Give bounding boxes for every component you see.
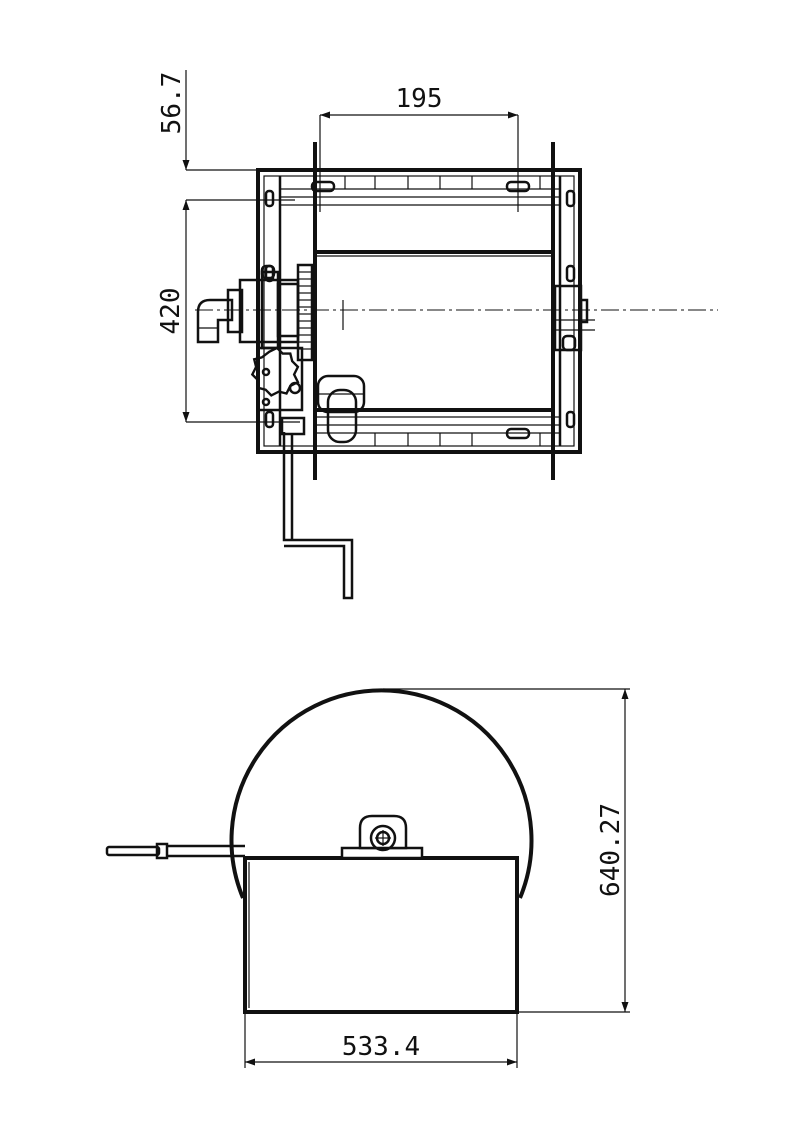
dim-drum-spacing: 195 [396, 84, 443, 114]
dim-frame-height: 420 [156, 288, 186, 335]
dim-base-width: 533.4 [342, 1032, 420, 1062]
top-dimensions: 195 56.7 420 [156, 70, 519, 423]
top-view [195, 142, 718, 600]
dim-top-offset: 56.7 [157, 72, 187, 135]
dim-reel-height: 640.27 [596, 803, 626, 897]
side-view [105, 688, 534, 1014]
gear-teeth [298, 271, 312, 350]
bottom-rail-ticks [374, 433, 541, 446]
side-dimensions: 640.27 533.4 [244, 688, 630, 1068]
top-rail-ticks [344, 176, 541, 189]
